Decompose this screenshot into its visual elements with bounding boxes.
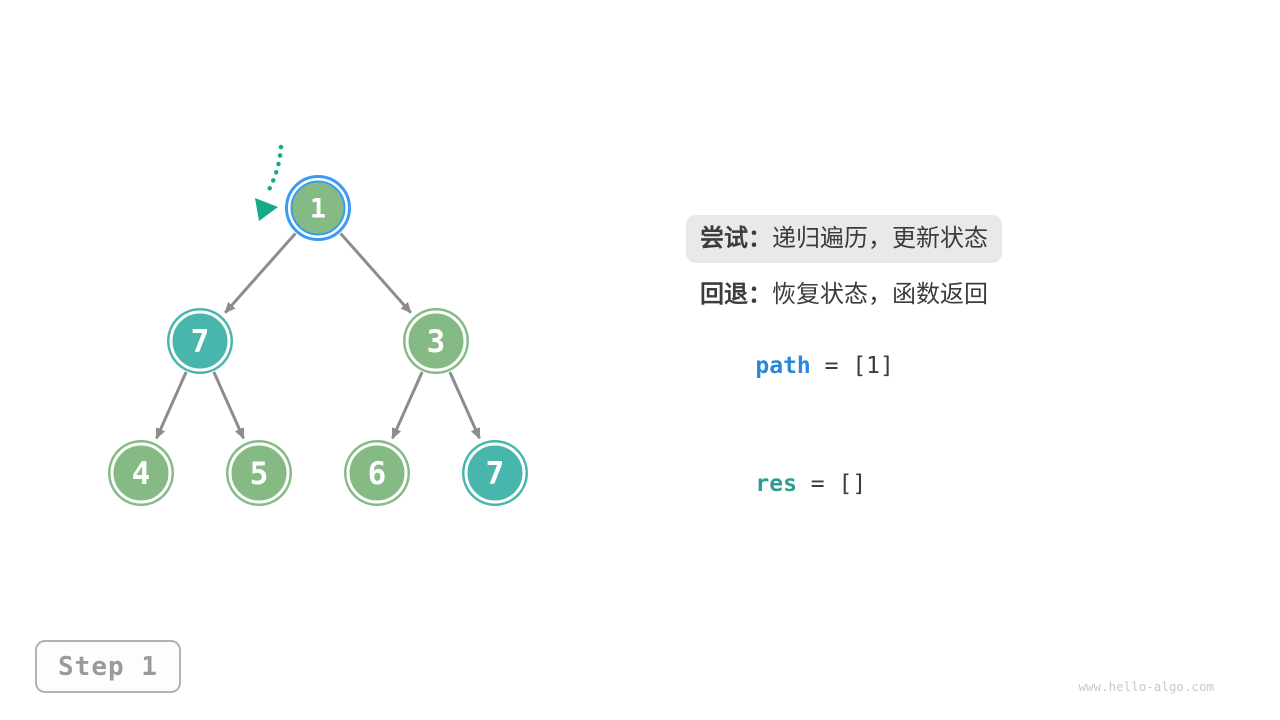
tree-node-value: 6 — [368, 456, 387, 492]
res-var-value: = [] — [796, 471, 867, 497]
path-var-name: path — [755, 353, 811, 379]
path-variable-line: path = [1] — [700, 332, 894, 401]
tree-edge — [448, 371, 481, 440]
current-pointer-arrowhead-icon — [255, 198, 278, 221]
tree-node-value: 1 — [310, 194, 326, 225]
current-pointer-dotted-trail — [263, 144, 284, 198]
tree-node: 6 — [344, 440, 410, 506]
backtrack-label: 回退： — [700, 281, 772, 308]
tree-edge — [339, 232, 412, 314]
tree-edge — [391, 371, 424, 440]
tree-node: 4 — [108, 440, 174, 506]
tree-node-value: 4 — [132, 456, 151, 492]
tree-node: 5 — [226, 440, 292, 506]
backtrack-text: 恢复状态，函数返回 — [772, 281, 988, 308]
path-var-value: = [1] — [810, 353, 894, 379]
tree-node-value: 5 — [250, 456, 269, 492]
step-badge: Step 1 — [35, 640, 181, 693]
backtrack-annotation: 回退：恢复状态，函数返回 — [700, 283, 988, 307]
tree-node: 7 — [167, 308, 233, 374]
tree-node-value: 3 — [427, 324, 446, 360]
tree-node-active: 1 — [285, 175, 351, 241]
res-variable-line: res = [] — [700, 450, 866, 519]
tree-node: 7 — [462, 440, 528, 506]
try-annotation: 尝试：递归遍历，更新状态 — [686, 215, 1002, 263]
tree-edge — [155, 371, 188, 440]
watermark: www.hello-algo.com — [1078, 679, 1214, 694]
try-label: 尝试： — [700, 225, 772, 252]
tree-node: 3 — [403, 308, 469, 374]
res-var-name: res — [755, 471, 797, 497]
tree-edge — [212, 371, 245, 440]
tree-node-value: 7 — [191, 324, 210, 360]
step-badge-label: Step 1 — [58, 651, 158, 682]
tree-edge — [224, 232, 297, 314]
try-text: 递归遍历，更新状态 — [772, 225, 988, 252]
tree-node-value: 7 — [486, 456, 505, 492]
